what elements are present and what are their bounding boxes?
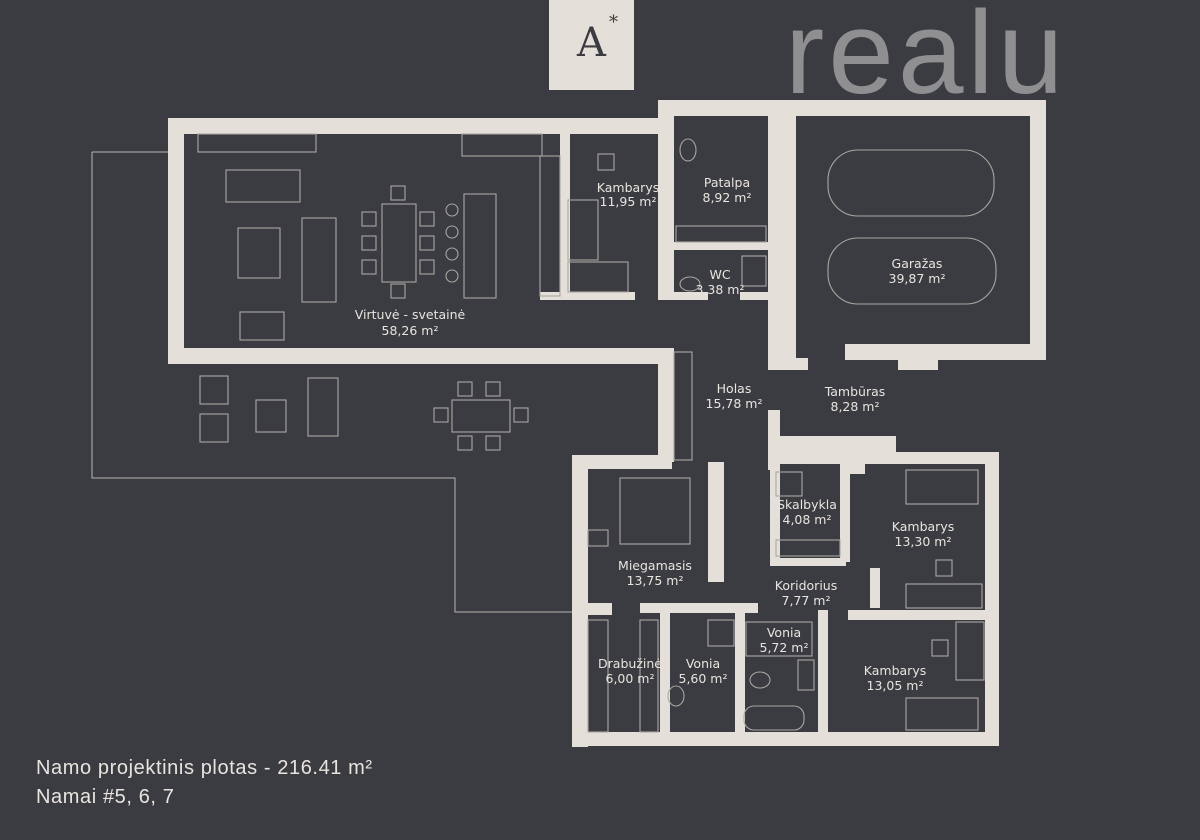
room-labels: Virtuvė - svetainė 58,26 m² Kambarys 11,…: [355, 175, 954, 693]
houses-caption: Namai #5, 6, 7: [36, 786, 175, 808]
room-area: 58,26 m²: [382, 323, 439, 338]
room-name: Tambūras: [824, 384, 886, 399]
logo-star-icon: *: [609, 12, 618, 33]
room-area: 5,72 m²: [760, 640, 809, 655]
room-area: 8,92 m²: [703, 190, 752, 205]
room-name: Kambarys: [892, 519, 954, 534]
room-area: 13,30 m²: [895, 534, 952, 549]
room-area: 5,60 m²: [679, 671, 728, 686]
room-area: 8,28 m²: [831, 399, 880, 414]
room-name: Koridorius: [775, 578, 837, 593]
logo-letter: A: [577, 20, 606, 66]
room-name: Garažas: [892, 256, 943, 271]
room-name: Kambarys: [864, 663, 926, 678]
room-name: Virtuvė - svetainė: [355, 307, 466, 322]
room-name: Drabužinė: [598, 656, 662, 671]
room-name: Kambarys: [597, 180, 659, 195]
terrace-outline: [91, 151, 575, 613]
room-name: WC: [709, 267, 730, 282]
room-area: 15,78 m²: [706, 396, 763, 411]
furniture: [197, 133, 997, 733]
project-area-caption: Namo projektinis plotas - 216.41 m²: [36, 757, 373, 779]
room-area: 13,05 m²: [867, 678, 924, 693]
room-area: 4,08 m²: [783, 512, 832, 527]
room-area: 3,38 m²: [696, 282, 745, 297]
room-area: 13,75 m²: [627, 573, 684, 588]
room-name: Holas: [717, 381, 752, 396]
room-area: 7,77 m²: [782, 593, 831, 608]
room-name: Miegamasis: [618, 558, 692, 573]
room-name: Skalbykla: [777, 497, 837, 512]
logo: A *: [549, 0, 634, 90]
brand-wordmark: realu: [785, 0, 1068, 119]
room-area: 6,00 m²: [606, 671, 655, 686]
room-area: 39,87 m²: [889, 271, 946, 286]
walls: [168, 100, 1046, 747]
room-name: Vonia: [686, 656, 720, 671]
room-name: Patalpa: [704, 175, 750, 190]
room-name: Vonia: [767, 625, 801, 640]
room-area: 11,95 m²: [600, 194, 657, 209]
